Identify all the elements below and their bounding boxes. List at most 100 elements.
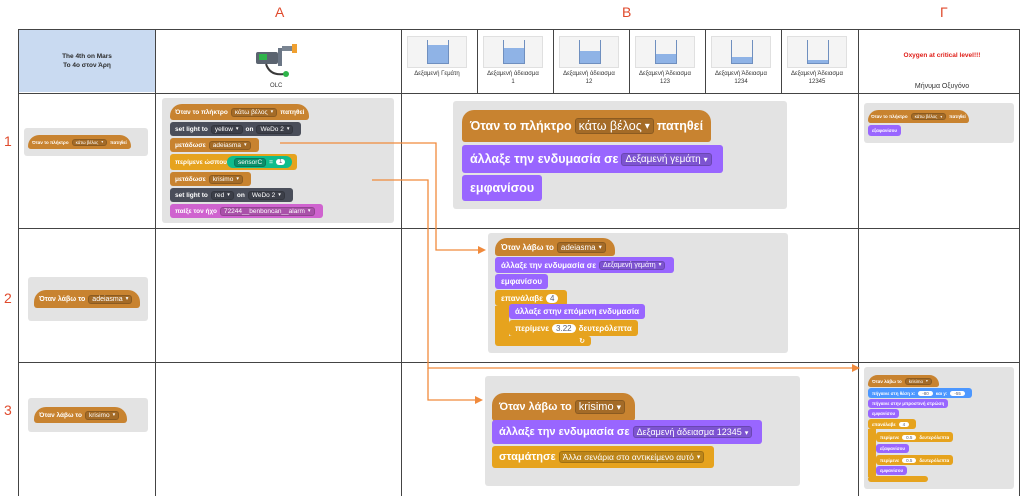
- wait-seconds-input[interactable]: 0.5: [902, 434, 917, 440]
- row3-msg-front-layer-block[interactable]: πήγαινε στην μπροστινή στρώση: [868, 399, 949, 408]
- row3-msg-goto-block[interactable]: πήγαινε στη θέση x: -80 και y: -55: [868, 388, 972, 398]
- block-text: δευτερόλεπτα: [919, 457, 950, 463]
- row1-tank-switch-costume-block[interactable]: άλλαξε την ενδυμασία σε Δεξαμενή γεμάτη: [462, 145, 723, 173]
- row2-wait-block[interactable]: περίμενε 3.22 δευτερόλεπτα: [509, 320, 638, 336]
- message-dropdown[interactable]: krisimo: [84, 410, 120, 420]
- row3-msg-wait2-block[interactable]: περίμενε 0.5 δευτερόλεπτα: [876, 455, 954, 465]
- row1-stub-hat-block[interactable]: Όταν το πλήκτρο κάτω βέλος πατηθεί: [28, 135, 131, 149]
- row3-switch-costume-block[interactable]: άλλαξε την ενδυμασία σε Δεξαμενή άδειασμ…: [492, 420, 763, 444]
- color-dropdown[interactable]: red: [210, 190, 234, 200]
- row3-stub-hat-block[interactable]: Όταν λάβω το krisimo: [34, 407, 128, 423]
- olc-key-hat-block[interactable]: Όταν το πλήκτρο κάτω βέλος πατηθεί: [170, 104, 310, 120]
- message-dropdown[interactable]: krisimo: [208, 174, 243, 184]
- color-dropdown[interactable]: yellow: [210, 124, 243, 134]
- operator-text: =: [269, 158, 273, 166]
- tank-label-line1: Δεξαμενή Άδειασμα: [639, 71, 691, 77]
- block-text: εξαφανίσου: [880, 446, 906, 451]
- block-text: Όταν λάβω το: [499, 401, 572, 413]
- device-dropdown[interactable]: WeDo 2: [247, 190, 285, 200]
- repeat-count-input[interactable]: 4: [545, 293, 559, 303]
- row2-receive-hat-block[interactable]: Όταν λάβω το adeiasma: [495, 238, 615, 256]
- row1-tank-show-block[interactable]: εμφανίσου: [462, 175, 543, 201]
- row3-receive-hat-block[interactable]: Όταν λάβω το krisimo: [492, 393, 636, 421]
- block-text: πήγαινε στην μπροστινή στρώση: [872, 401, 945, 406]
- device-dropdown[interactable]: WeDo 2: [256, 124, 294, 134]
- message-dropdown[interactable]: adeiasma: [556, 241, 606, 253]
- key-dropdown[interactable]: κάτω βέλος: [574, 118, 654, 134]
- key-dropdown[interactable]: κάτω βέλος: [230, 107, 278, 117]
- olc-set-light-red-block[interactable]: set light to red on WeDo 2: [170, 188, 293, 202]
- tank-outline: [731, 40, 753, 64]
- tank-label-line2: 12345: [808, 79, 826, 85]
- block-text: περίμενε: [880, 457, 900, 463]
- wait-seconds-input[interactable]: 0.5: [902, 457, 917, 463]
- sensor-condition[interactable]: sensorC = 1: [226, 156, 293, 168]
- row1-msg-key-hat-block[interactable]: Όταν το πλήκτρο κάτω βέλος πατηθεί: [868, 110, 969, 123]
- block-text: Όταν λάβω το: [39, 411, 82, 419]
- row1-msg-hide-block[interactable]: εξαφανίσου: [868, 125, 902, 136]
- row2-repeat-end: ↻: [495, 336, 591, 346]
- block-text: Όταν το πλήκτρο: [175, 108, 228, 116]
- block-text: εμφανίσου: [872, 411, 896, 416]
- message-dropdown[interactable]: krisimo: [574, 400, 626, 414]
- value-input[interactable]: 1: [275, 159, 286, 165]
- message-dropdown[interactable]: krisimo: [904, 377, 932, 385]
- olc-play-sound-block[interactable]: παίξε τον ήχο 72244__benboncan__alarm: [170, 204, 323, 218]
- stop-option-dropdown[interactable]: Άλλα σενάρια στο αντικείμενο αυτό: [558, 451, 705, 463]
- block-text: πήγαινε στη θέση x:: [872, 390, 916, 396]
- block-text: set light to: [175, 191, 208, 199]
- block-text: άλλαξε την ενδυμασία σε: [499, 426, 630, 438]
- row3-msg-hide-block[interactable]: εξαφανίσου: [876, 444, 910, 453]
- key-dropdown[interactable]: κάτω βέλος: [910, 113, 947, 120]
- row3-msg-repeat-arm: [868, 429, 876, 477]
- block-text: Όταν το πλήκτρο: [470, 119, 572, 133]
- tank-label-line2: 1: [511, 79, 515, 85]
- block-text: Όταν το πλήκτρο: [32, 139, 69, 145]
- key-dropdown[interactable]: κάτω βέλος: [71, 138, 108, 146]
- olc-broadcast-krisimo-block[interactable]: μετάδωσε krisimo: [170, 172, 251, 186]
- row2-stub-hat-block[interactable]: Όταν λάβω το adeiasma: [34, 290, 141, 308]
- block-text: εμφανίσου: [470, 181, 535, 195]
- tank-fill: [656, 54, 676, 63]
- row3-msg-show-block[interactable]: εμφανίσου: [868, 409, 900, 418]
- row3-msg-receive-hat-block[interactable]: Όταν λάβω το krisimo: [868, 375, 939, 387]
- olc-broadcast-adeiasma-block[interactable]: μετάδωσε adeiasma: [170, 138, 259, 152]
- block-text: πατηθεί: [110, 139, 127, 145]
- row1-tank-key-hat-block[interactable]: Όταν το πλήκτρο κάτω βέλος πατηθεί: [462, 110, 712, 142]
- x-input[interactable]: -80: [918, 390, 933, 396]
- row1-msg-script-bg: [864, 103, 1014, 143]
- costume-dropdown[interactable]: Δεξαμενή γεμάτη: [599, 260, 666, 270]
- costume-dropdown[interactable]: Δεξαμενή άδειασμα 12345: [632, 426, 753, 438]
- tank-fill: [504, 48, 524, 63]
- costume-dropdown[interactable]: Δεξαμενή γεμάτη: [621, 152, 712, 166]
- block-text: και y:: [935, 390, 948, 396]
- tank-label-line2: 123: [659, 79, 670, 85]
- wait-seconds-input[interactable]: 3.22: [552, 323, 576, 333]
- tank-outline: [807, 40, 829, 64]
- tank-thumbnail-4: [635, 36, 695, 68]
- row2-show-block[interactable]: εμφανίσου: [495, 274, 549, 289]
- olc-set-light-yellow-block[interactable]: set light to yellow on WeDo 2: [170, 122, 302, 136]
- message-dropdown[interactable]: adeiasma: [208, 140, 251, 150]
- sensor-reporter[interactable]: sensorC: [233, 157, 267, 167]
- row3-msg-wait1-block[interactable]: περίμενε 0.5 δευτερόλεπτα: [876, 432, 954, 442]
- block-text: παίξε τον ήχο: [175, 207, 217, 215]
- row3-msg-show2-block[interactable]: εμφανίσου: [876, 466, 908, 475]
- olc-wait-until-block[interactable]: περίμενε ώσπου sensorC = 1: [170, 154, 298, 170]
- block-text: set light to: [175, 125, 208, 133]
- arrow-head-icon: [478, 246, 486, 254]
- row3-stop-block[interactable]: σταμάτησε Άλλα σενάρια στο αντικείμενο α…: [492, 446, 715, 468]
- block-text: δευτερόλεπτα: [919, 434, 950, 440]
- y-input[interactable]: -55: [950, 390, 965, 396]
- row2-next-costume-block[interactable]: άλλαξε στην επόμενη ενδυμασία: [509, 304, 646, 319]
- message-dropdown[interactable]: adeiasma: [88, 294, 133, 304]
- block-text: περίμενε ώσπου: [175, 158, 227, 166]
- repeat-count-input[interactable]: 4: [898, 421, 910, 427]
- row2-switch-costume-block[interactable]: άλλαξε την ενδυμασία σε Δεξαμενή γεμάτη: [495, 257, 675, 273]
- block-text: πατηθεί: [280, 108, 305, 116]
- sound-dropdown[interactable]: 72244__benboncan__alarm: [219, 206, 315, 216]
- row3-msg-repeat-block[interactable]: επανάλαβε 4: [868, 419, 917, 429]
